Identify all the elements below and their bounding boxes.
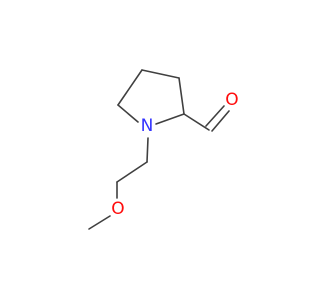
bond-ring-n-c5 — [117, 104, 139, 123]
bond-aldehyde-co-2 — [211, 110, 230, 132]
carbonyl-oxygen-label: O — [225, 90, 238, 110]
structure-diagram: N O O — [88, 69, 239, 230]
bond-ring-c5-c4 — [117, 69, 143, 106]
bond-ring-c4-c3 — [141, 69, 180, 79]
ether-oxygen-label: O — [111, 199, 124, 219]
bond-ring-c3-c2 — [178, 77, 185, 115]
bond-n-ch2 — [146, 137, 149, 163]
bond-ring-c2-n — [155, 113, 185, 125]
bond-c2-aldehyde-carbon — [183, 113, 210, 131]
bond-ch2-ch2 — [116, 161, 148, 183]
bond-o-ch3 — [88, 215, 111, 230]
molecule-canvas: N O O — [88, 69, 239, 230]
nitrogen-atom-label: N — [141, 116, 154, 136]
bond-aldehyde-co-1 — [205, 105, 225, 127]
